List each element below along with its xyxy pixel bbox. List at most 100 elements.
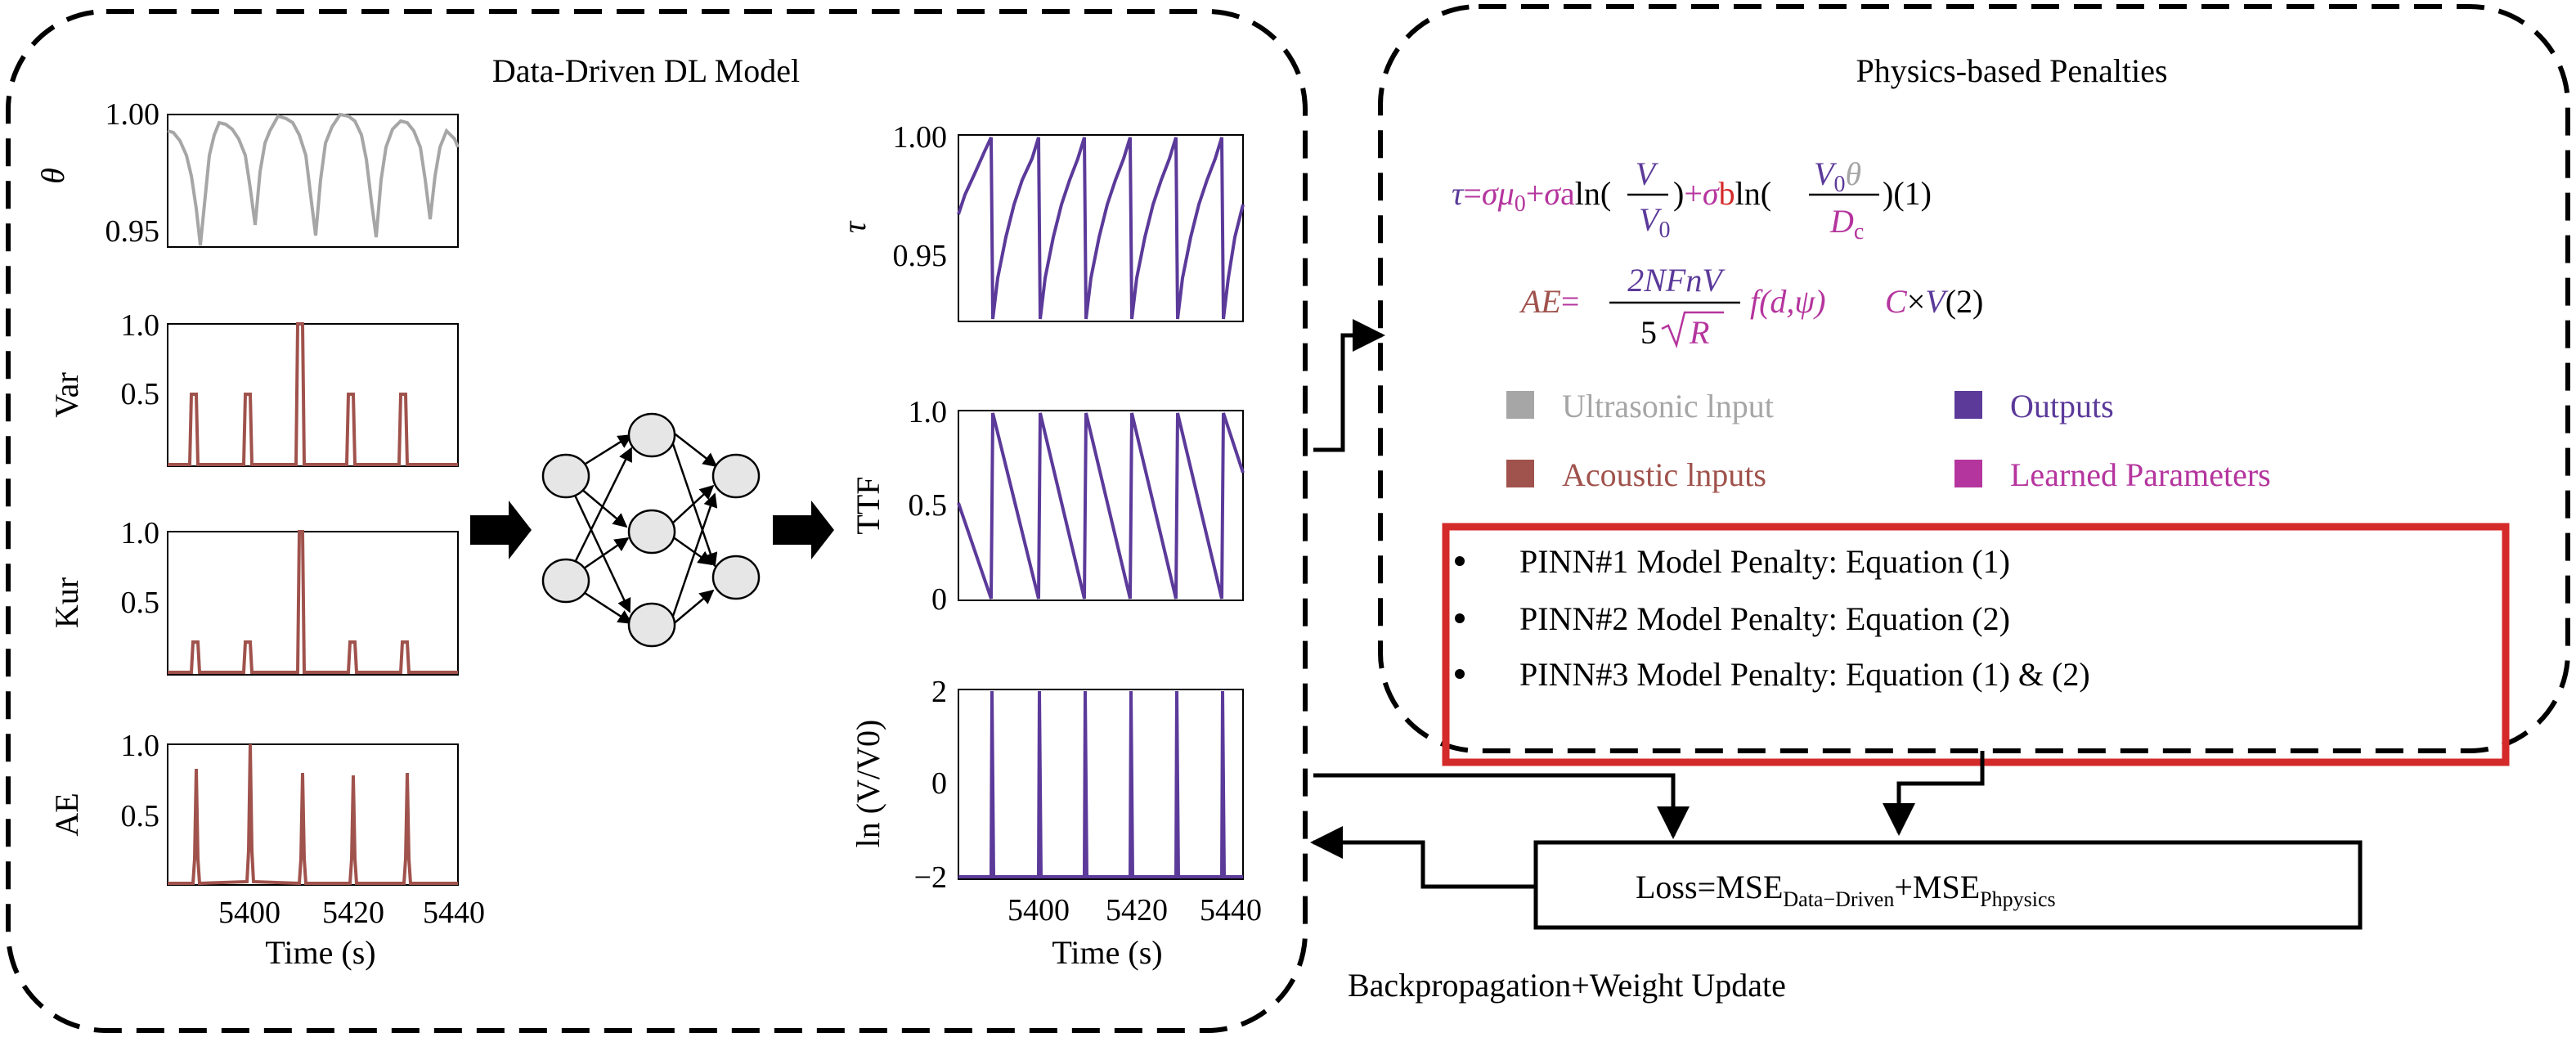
nn-node — [711, 453, 761, 499]
tau-plot-frame — [958, 134, 1244, 322]
eq2-R: R — [1689, 314, 1709, 351]
output-xtick-5400: 5400 — [1008, 893, 1070, 927]
ttf-tick-top: 1.0 — [909, 395, 948, 429]
eq1-close: ) — [1673, 175, 1684, 212]
right-box-title: Physics-based Penalties — [1856, 52, 2167, 89]
eq1-mu: μ — [1497, 175, 1515, 212]
legend: Ultrasonic lnput Outputs Acoustic lnputs… — [1506, 388, 2271, 493]
eq1-close2: ) — [1883, 175, 1893, 212]
legend-swatch-learned — [1954, 460, 1982, 487]
var-plot-frame — [167, 323, 459, 467]
theta-plot-frame — [167, 114, 459, 248]
eq1-plus: + — [1526, 175, 1545, 212]
nn-node — [711, 555, 761, 600]
kur-plot: Kur 1.0 0.5 — [48, 516, 459, 676]
eq2-den-five: 5 — [1640, 314, 1657, 351]
eq1-ln: ln( — [1575, 175, 1611, 212]
bullet-icon — [1455, 556, 1465, 566]
ae-ylabel: AE — [48, 793, 85, 836]
ae-plot: AE 1.0 0.5 5400 5420 5440 Time (s) — [48, 729, 485, 971]
penalty-item-2: PINN#2 Model Penalty: Equation (2) — [1519, 600, 2010, 637]
ttf-plot: TTF 1.0 0.5 0 — [850, 395, 1245, 617]
legend-swatch-ultrasonic — [1506, 391, 1534, 419]
nn-node — [627, 509, 676, 555]
eq1-a: a — [1560, 175, 1575, 212]
eq1-ln2: ln( — [1735, 175, 1771, 212]
svg-text:C×V(2): C×V(2) — [1885, 283, 1983, 320]
nn-node — [541, 558, 590, 604]
equation-1: τ=σμ0+σaln( V V0 )+σbln( V0θ Dc )(1) — [1452, 155, 1932, 245]
eq1-Dc-den: Dc — [1829, 203, 1864, 245]
kur-tick-mid: 0.5 — [121, 586, 160, 620]
eq1-b: b — [1719, 175, 1735, 212]
eq2-times: × — [1907, 283, 1926, 320]
eq2-f: f(d,ψ) — [1750, 283, 1826, 320]
eq2-equals: = — [1561, 283, 1580, 320]
ttf-tick-mid: 0.5 — [909, 488, 948, 523]
var-curve — [168, 322, 458, 466]
penalty-item-1: PINN#1 Model Penalty: Equation (1) — [1519, 543, 2010, 580]
legend-label-acoustic: Acoustic lnputs — [1562, 456, 1766, 493]
tau-tick-bottom: 0.95 — [893, 239, 948, 273]
connector-to-physics — [1313, 319, 1385, 452]
eq2-numerator: 2NFnV — [1627, 262, 1726, 299]
lnv-plot: ln (V/V0) 2 0 −2 5400 5420 5440 Time (s) — [850, 675, 1262, 971]
theta-ylabel: θ — [34, 168, 71, 184]
eq1-V0-den: V0 — [1639, 201, 1670, 243]
var-tick-mid: 0.5 — [121, 377, 160, 411]
data-driven-box — [6, 9, 1308, 1033]
kur-tick-top: 1.0 — [121, 516, 160, 550]
legend-swatch-acoustic — [1506, 460, 1534, 487]
svg-text:AE=: AE= — [1519, 283, 1579, 320]
lnv-curve — [958, 690, 1243, 878]
legend-swatch-outputs — [1954, 391, 1982, 419]
connector-left-to-loss — [1313, 773, 1690, 839]
svg-text:f(d,ψ): f(d,ψ) — [1750, 283, 1826, 320]
physics-box — [1378, 4, 2570, 753]
legend-label-ultrasonic: Ultrasonic lnput — [1562, 388, 1774, 424]
equation-2: AE= 2NFnV 5 R f(d,ψ) C×V(2) — [1519, 262, 1983, 351]
penalty-box-frame — [1442, 523, 2510, 766]
kur-ylabel: Kur — [48, 577, 85, 628]
eq2-C: C — [1885, 283, 1908, 320]
nn-node — [627, 602, 676, 648]
eq1-tau: τ — [1452, 175, 1465, 212]
theta-curve — [167, 112, 460, 246]
ttf-curve — [957, 412, 1245, 600]
legend-label-learned: Learned Parameters — [2010, 456, 2271, 493]
ae-tick-mid: 0.5 — [121, 799, 160, 833]
svg-text:)(1): )(1) — [1883, 175, 1932, 212]
bullet-icon — [1455, 613, 1465, 623]
eq1-sigma: σ — [1544, 175, 1561, 212]
tau-curve — [957, 137, 1245, 320]
eq1-equals: = — [1463, 175, 1482, 212]
nn-node — [627, 412, 676, 458]
lnv-ylabel: ln (V/V0) — [850, 720, 886, 848]
input-xlabel: Time (s) — [265, 934, 375, 971]
var-plot: Var 1.0 0.5 — [48, 308, 459, 467]
input-xtick-5440: 5440 — [423, 896, 485, 930]
tau-tick-top: 1.00 — [893, 120, 948, 155]
lnv-plot-frame — [958, 689, 1244, 880]
kur-plot-frame — [167, 531, 459, 676]
legend-label-outputs: Outputs — [2010, 388, 2114, 424]
output-xtick-5440: 5440 — [1200, 893, 1262, 927]
eq1-sigma: σ — [1482, 175, 1499, 212]
eq1-sigma2: σ — [1703, 175, 1720, 212]
block-arrow-right-icon — [773, 501, 834, 559]
eq1-V0theta-num: V0θ — [1814, 155, 1861, 197]
block-arrow-left-icon — [470, 501, 532, 559]
ttf-ylabel: TTF — [850, 476, 886, 534]
ae-curve — [168, 743, 458, 886]
kur-curve — [168, 530, 458, 674]
svg-text:)+σbln(: )+σbln( — [1673, 175, 1771, 212]
eq1-plus2: + — [1684, 175, 1703, 212]
var-ylabel: Var — [48, 372, 85, 418]
input-xtick-5420: 5420 — [322, 896, 384, 930]
theta-plot: θ 1.00 0.95 — [34, 97, 460, 249]
penalty-item-3: PINN#3 Model Penalty: Equation (1) & (2) — [1519, 656, 2090, 693]
penalty-box: PINN#1 Model Penalty: Equation (1) PINN#… — [1442, 523, 2510, 766]
nn-node — [541, 453, 590, 499]
output-xtick-5420: 5420 — [1106, 893, 1168, 927]
